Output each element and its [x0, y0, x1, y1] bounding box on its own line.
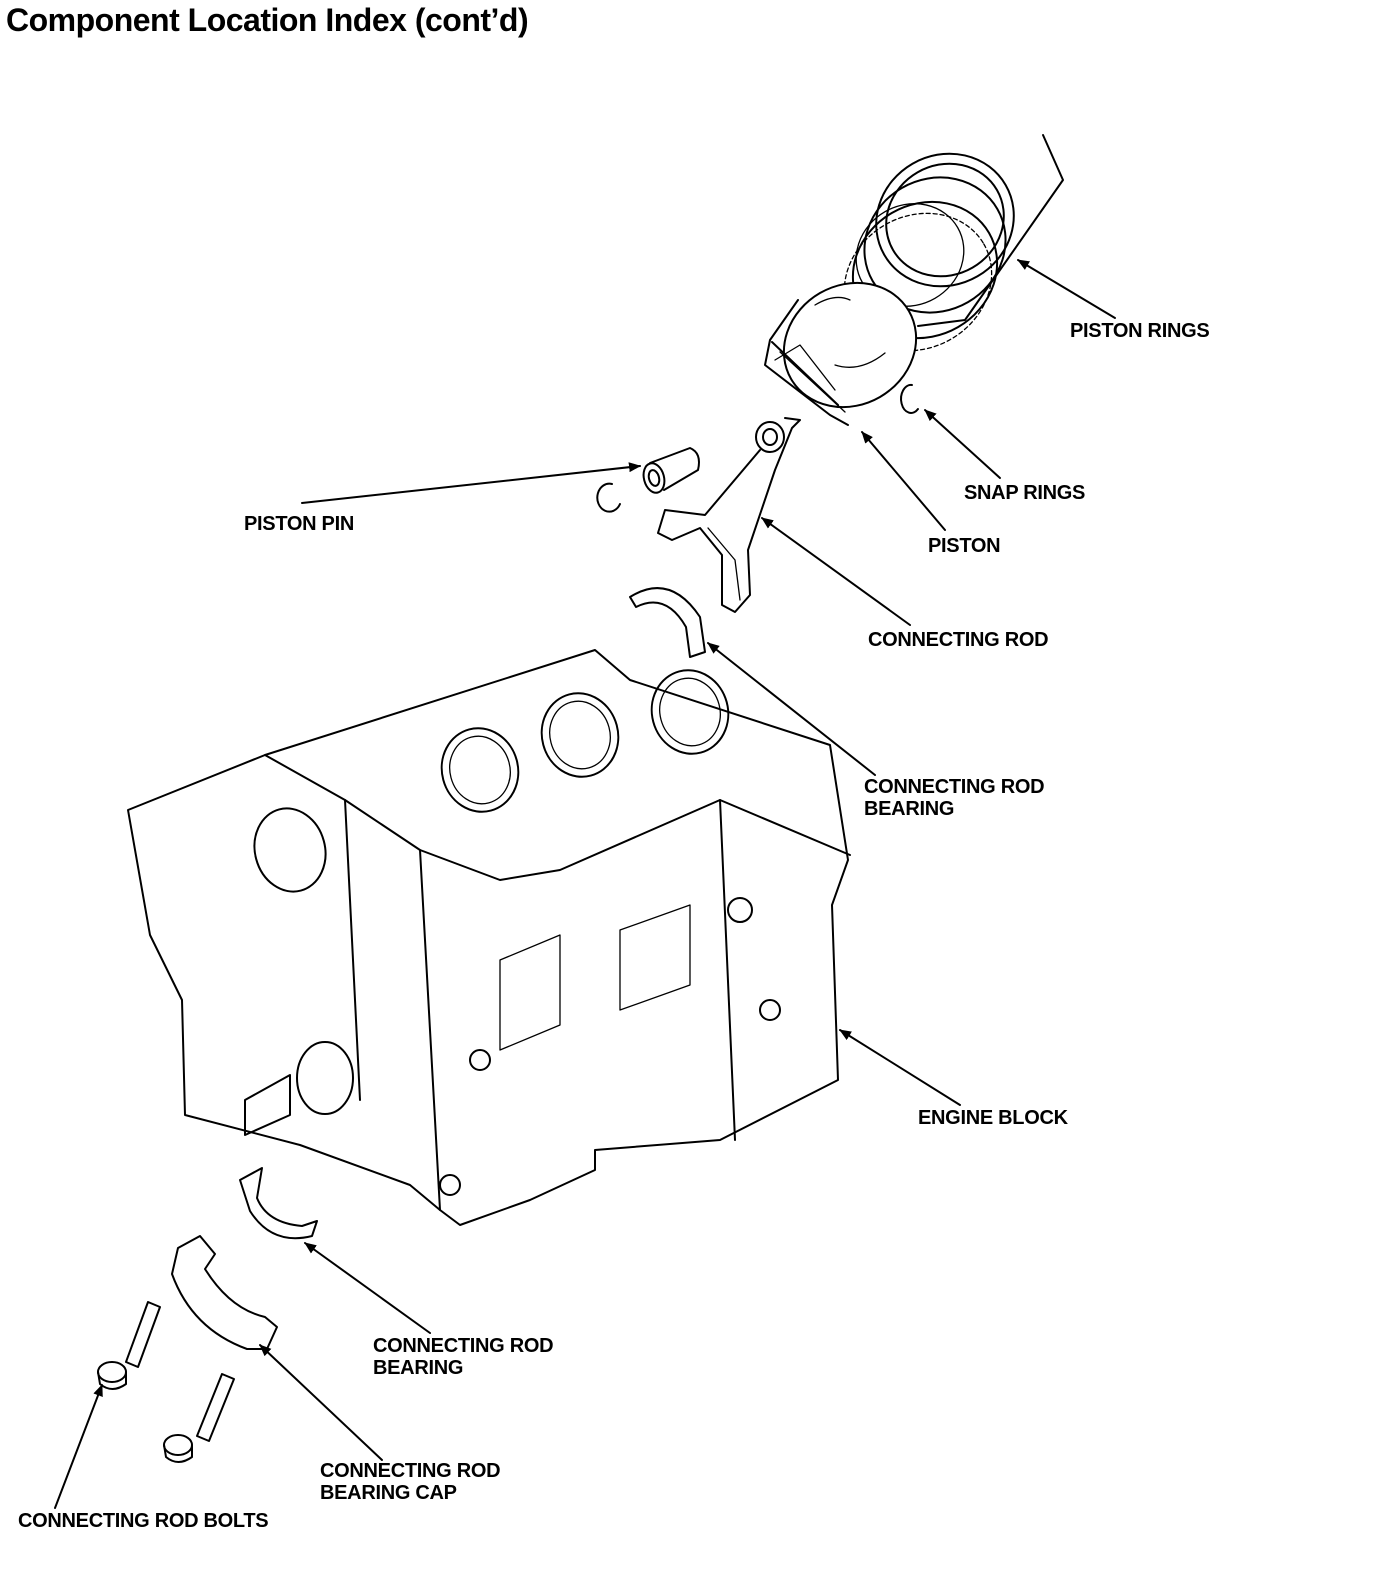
label-snap-rings: SNAP RINGS [964, 482, 1086, 504]
piston-illustration [764, 281, 918, 426]
label-connecting-rod-bearing-upper: CONNECTING ROD BEARING [864, 776, 1045, 820]
engine-block-illustration [127, 649, 851, 1226]
page-title: Component Location Index (cont’d) [6, 2, 529, 38]
snap-ring-right [900, 383, 919, 414]
label-connecting-rod-bearing-lower: CONNECTING ROD BEARING [373, 1335, 554, 1379]
piston-rings-illustration [843, 152, 1015, 352]
leader-connecting-rod-bearing-cap [259, 1344, 383, 1461]
label-connecting-rod-bearing-cap: CONNECTING ROD BEARING CAP [320, 1460, 501, 1504]
connecting-rod-bearing-lower-illustration [239, 1167, 318, 1240]
piston-rings-bracket [917, 134, 1064, 327]
piston-pin-illustration [642, 447, 700, 494]
leader-connecting-rod-bearing-lower [304, 1242, 431, 1334]
leader-piston [861, 431, 946, 531]
connecting-rod-bearing-upper-illustration [629, 587, 706, 658]
label-piston-pin: PISTON PIN [244, 513, 354, 535]
leader-piston-pin [301, 462, 641, 504]
label-engine-block: ENGINE BLOCK [918, 1107, 1068, 1129]
label-piston: PISTON [928, 535, 1001, 557]
label-connecting-rod: CONNECTING ROD [868, 629, 1049, 651]
label-connecting-rod-bolts: CONNECTING ROD BOLTS [18, 1510, 269, 1532]
leader-engine-block [839, 1029, 961, 1106]
leader-connecting-rod-bearing-upper [707, 642, 876, 776]
leader-snap-rings [924, 409, 1001, 479]
connecting-rod-bearing-cap-illustration [171, 1235, 278, 1350]
leader-connecting-rod-bolts [54, 1384, 103, 1509]
leader-piston-rings [1017, 259, 1116, 319]
label-piston-rings: PISTON RINGS [1070, 320, 1210, 342]
connecting-rod-bolt-2-illustration [163, 1373, 235, 1463]
leader-connecting-rod [761, 517, 911, 626]
connecting-rod-illustration [657, 417, 801, 613]
snap-ring-left [596, 482, 621, 513]
connecting-rod-bolt-1-illustration [97, 1301, 161, 1390]
